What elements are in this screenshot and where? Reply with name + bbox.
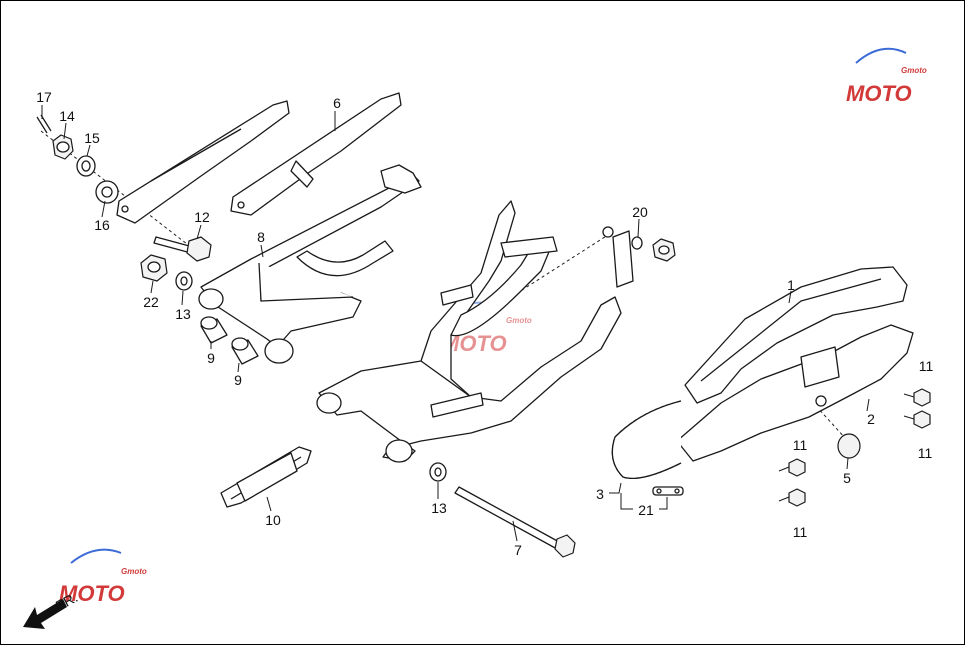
nut-22 [140, 254, 168, 282]
callout-3: 3 [596, 486, 604, 502]
assembly-line-cap [815, 405, 847, 440]
drive-chain-3 [611, 400, 682, 480]
swingarm-8 [198, 164, 422, 364]
pivot-bolt-7 [454, 486, 576, 558]
chain-case-lower-2 [676, 324, 914, 462]
svg-text:Gmoto: Gmoto [506, 316, 532, 325]
swingarm-main [316, 200, 622, 463]
callout-16: 16 [94, 217, 110, 233]
watermark-brand: MOTO [846, 81, 912, 106]
bolt-11c [778, 458, 806, 477]
bolt-11d [778, 488, 806, 507]
assembly-line-torque [465, 232, 612, 327]
callout-11b: 11 [918, 445, 933, 461]
callout-1: 1 [787, 277, 795, 293]
cotter-pin-17 [36, 114, 52, 134]
chain-slider-10 [220, 446, 312, 508]
bushing-9b [231, 337, 259, 365]
washer-13a [175, 271, 193, 291]
callout-6: 6 [333, 95, 341, 111]
bolt-11a [903, 388, 931, 407]
leader-lines [41, 105, 870, 542]
watermark-top-right: MOTO Gmoto [846, 47, 927, 106]
watermark-suffix: Gmoto [901, 66, 927, 75]
washer-15 [76, 155, 96, 177]
chain-joint-21 [652, 486, 684, 496]
callout-5: 5 [843, 470, 851, 486]
callout-11a: 11 [919, 358, 934, 374]
callout-13a: 13 [175, 306, 191, 322]
callout-14: 14 [59, 108, 75, 124]
callout-10: 10 [265, 512, 281, 528]
washer-13b [429, 462, 447, 482]
brake-torque-link-6 [230, 92, 402, 216]
bolt-11b [903, 410, 931, 429]
callout-12: 12 [194, 209, 210, 225]
chain-case-upper-1 [684, 266, 908, 404]
washer-16 [95, 180, 119, 204]
svg-text:MOTO: MOTO [59, 581, 125, 606]
callout-21: 21 [638, 502, 654, 518]
svg-text:Gmoto: Gmoto [121, 567, 147, 576]
callout-labels: 1 2 3 5 6 7 8 9 9 10 11 11 11 11 12 13 1… [36, 89, 933, 558]
callout-17: 17 [36, 89, 52, 105]
callout-8: 8 [257, 229, 265, 245]
washer-20 [631, 236, 643, 250]
callout-11d: 11 [793, 524, 808, 540]
adjuster-link [602, 226, 634, 288]
callout-22: 22 [143, 294, 159, 310]
callout-2: 2 [867, 411, 875, 427]
brake-link-left [116, 100, 290, 224]
watermark-bottom-left: MOTO Gmoto [59, 548, 147, 606]
front-direction-arrow: FR. [23, 589, 80, 629]
nut-14 [52, 134, 74, 160]
callout-7: 7 [514, 542, 522, 558]
callout-20: 20 [632, 204, 648, 220]
cap-5 [837, 433, 861, 459]
callout-9a: 9 [207, 350, 215, 366]
bushing-9a [200, 316, 228, 344]
bolt-12 [153, 236, 212, 262]
nut-20-hex [652, 238, 676, 262]
callout-13b: 13 [431, 500, 447, 516]
callout-15: 15 [84, 130, 100, 146]
callout-11c: 11 [793, 437, 808, 453]
callout-9b: 9 [234, 372, 242, 388]
